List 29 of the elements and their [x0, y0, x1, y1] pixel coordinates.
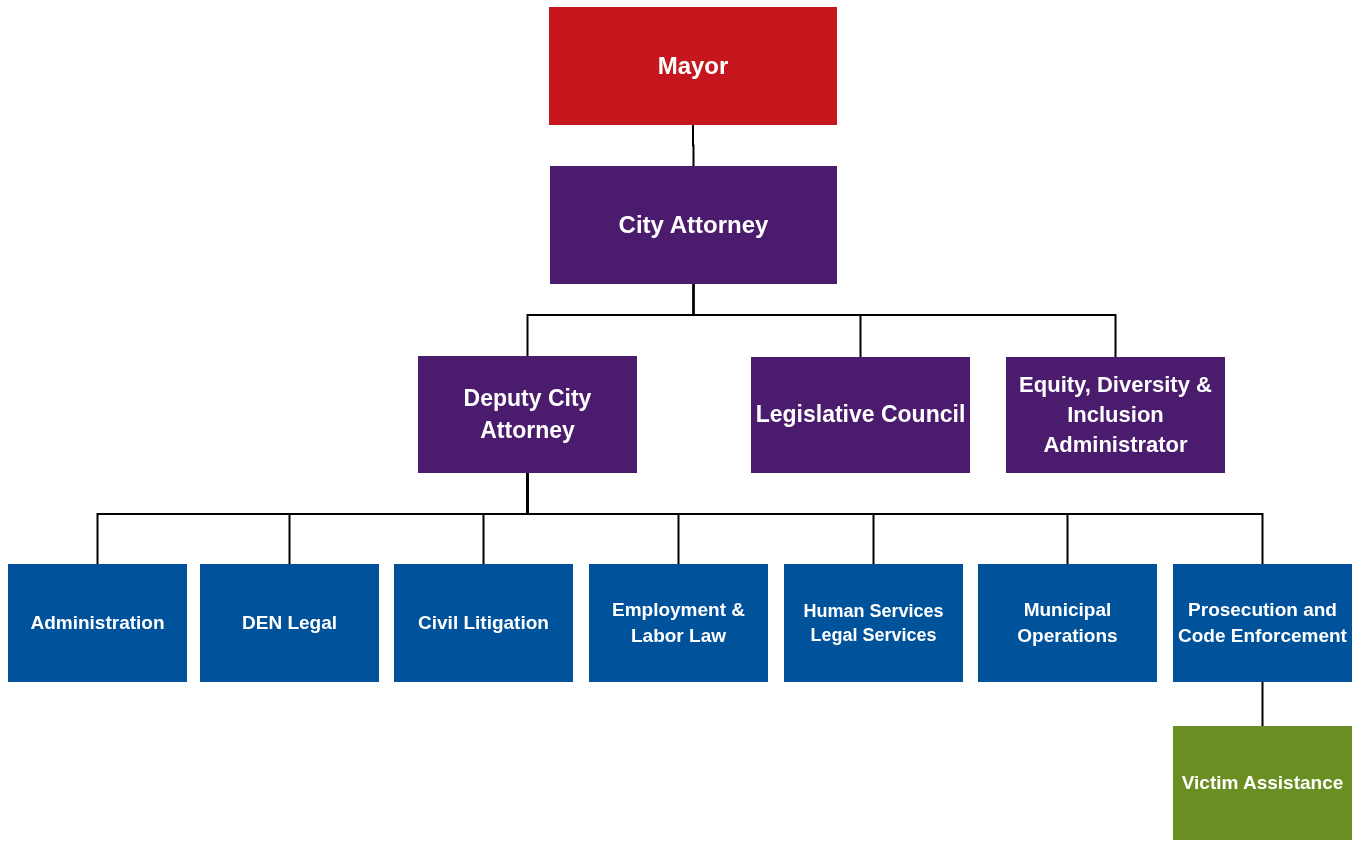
org-box [8, 564, 187, 682]
box-title: Civil Litigation [418, 611, 549, 636]
org-box [1006, 357, 1225, 473]
box-title: Victim Assistance [1181, 771, 1344, 796]
box-title: Legislative Council [755, 400, 966, 430]
org-box [784, 564, 963, 682]
org-box [394, 564, 573, 682]
box-title: Prosecution and Code Enforcement [1177, 598, 1348, 648]
box-title: Human Services Legal Services [802, 599, 945, 647]
box-title: Mayor [657, 50, 729, 81]
box-title: Deputy City Attorney [462, 384, 593, 445]
box-title: Administration [30, 611, 165, 636]
org-box [200, 564, 379, 682]
org-box [1173, 726, 1352, 840]
connector-line [692, 283, 1117, 358]
box-title: City Attorney [618, 209, 769, 240]
org-box [418, 356, 637, 473]
org-box [550, 166, 837, 284]
box-title: DEN Legal [242, 611, 337, 636]
org-box [978, 564, 1157, 682]
org-box [589, 564, 768, 682]
org-box [549, 7, 837, 125]
org-box [751, 357, 970, 473]
connector-line [692, 124, 695, 167]
connector-line [1261, 681, 1264, 727]
box-title: Municipal Operations [1016, 598, 1119, 648]
org-box [1173, 564, 1352, 682]
box-title: Employment & Labor Law [611, 598, 746, 648]
box-title: Equity, Diversity & Inclusion Administrator [1018, 371, 1213, 459]
